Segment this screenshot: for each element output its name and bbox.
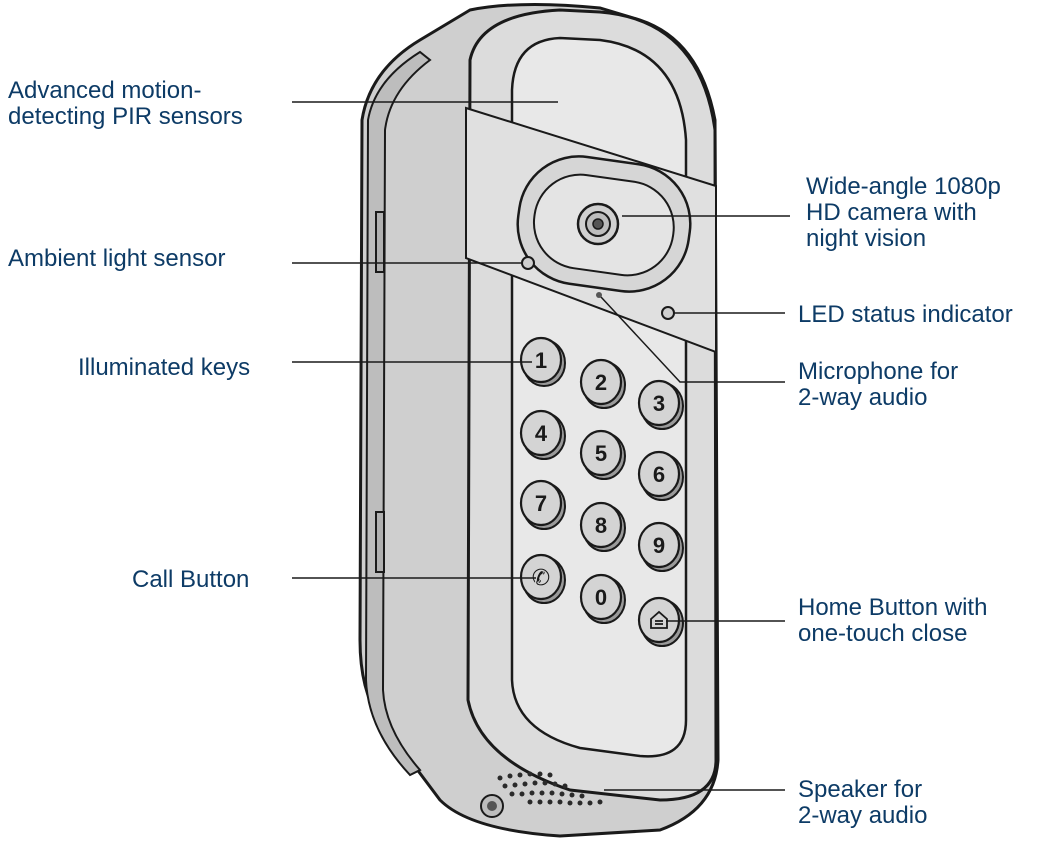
key-label: 3 [653,391,665,416]
key-label: 9 [653,533,665,558]
key-5[interactable]: 5 [579,429,626,480]
side-notch-top [375,211,385,273]
key-4[interactable]: 4 [519,409,566,460]
home-button[interactable] [637,596,684,647]
side-notch-bottom [375,511,385,573]
call-button[interactable]: ✆ [519,553,566,604]
key-label: 6 [653,462,665,487]
label-ambient-light-sensor: Ambient light sensor [8,245,226,272]
label-pir-sensors: Advanced motion-detecting PIR sensors [8,77,243,130]
key-6[interactable]: 6 [637,450,684,501]
key-label: 7 [535,491,547,516]
ambient-light-sensor [521,256,535,270]
keypad: 1 2 3 4 5 6 7 8 9 ✆ 0 [519,336,684,647]
speaker-grille [497,771,603,806]
key-label: 4 [535,421,548,446]
label-led-status-indicator: LED status indicator [798,301,1013,328]
key-3[interactable]: 3 [637,379,684,430]
key-2[interactable]: 2 [579,358,626,409]
key-label: 2 [595,370,607,395]
microphone-hole [596,292,602,298]
camera-lens-inner [592,218,604,230]
led-status-indicator [661,306,675,320]
key-0[interactable]: 0 [579,573,626,624]
phone-icon: ✆ [532,566,550,591]
key-label: 5 [595,441,607,466]
key-1[interactable]: 1 [519,336,566,387]
key-7[interactable]: 7 [519,479,566,530]
key-8[interactable]: 8 [579,501,626,552]
label-illuminated-keys: Illuminated keys [78,354,251,381]
label-call-button: Call Button [132,566,250,593]
key-label: 8 [595,513,607,538]
home-icon [650,610,668,629]
key-9[interactable]: 9 [637,521,684,572]
key-label: 0 [595,585,607,610]
leader-mic [600,296,785,383]
key-label: 1 [535,348,547,373]
leader-lines [292,101,790,791]
